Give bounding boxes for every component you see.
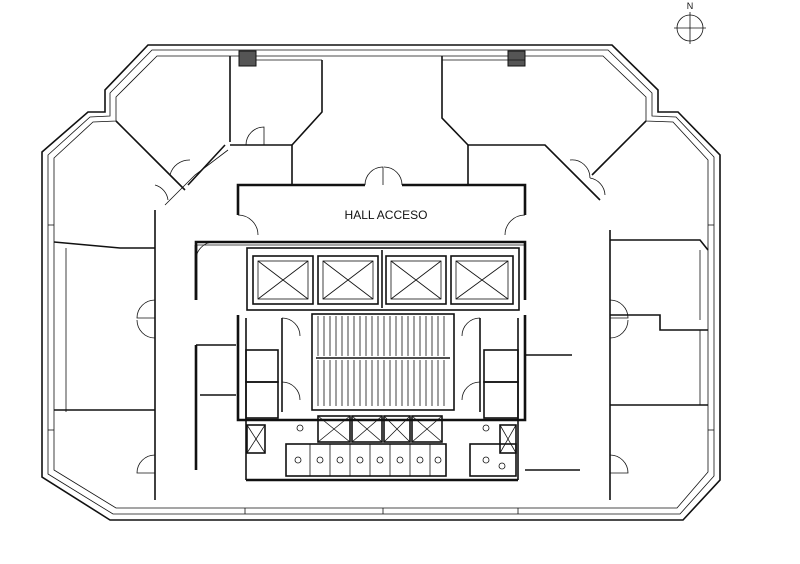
north-arrow-icon: N (674, 1, 706, 44)
columns (238, 50, 526, 67)
restrooms (285, 424, 517, 477)
building-envelope (41, 44, 721, 521)
office-partitions (53, 56, 709, 500)
building-core (194, 240, 580, 482)
facade-mullions (48, 224, 714, 514)
stairwell (311, 313, 455, 411)
hall-acceso: HALL ACCESO (236, 183, 527, 222)
door-swings (136, 126, 629, 474)
hall-label: HALL ACCESO (345, 208, 428, 222)
elevator-shafts (252, 250, 514, 308)
north-label: N (687, 1, 694, 11)
